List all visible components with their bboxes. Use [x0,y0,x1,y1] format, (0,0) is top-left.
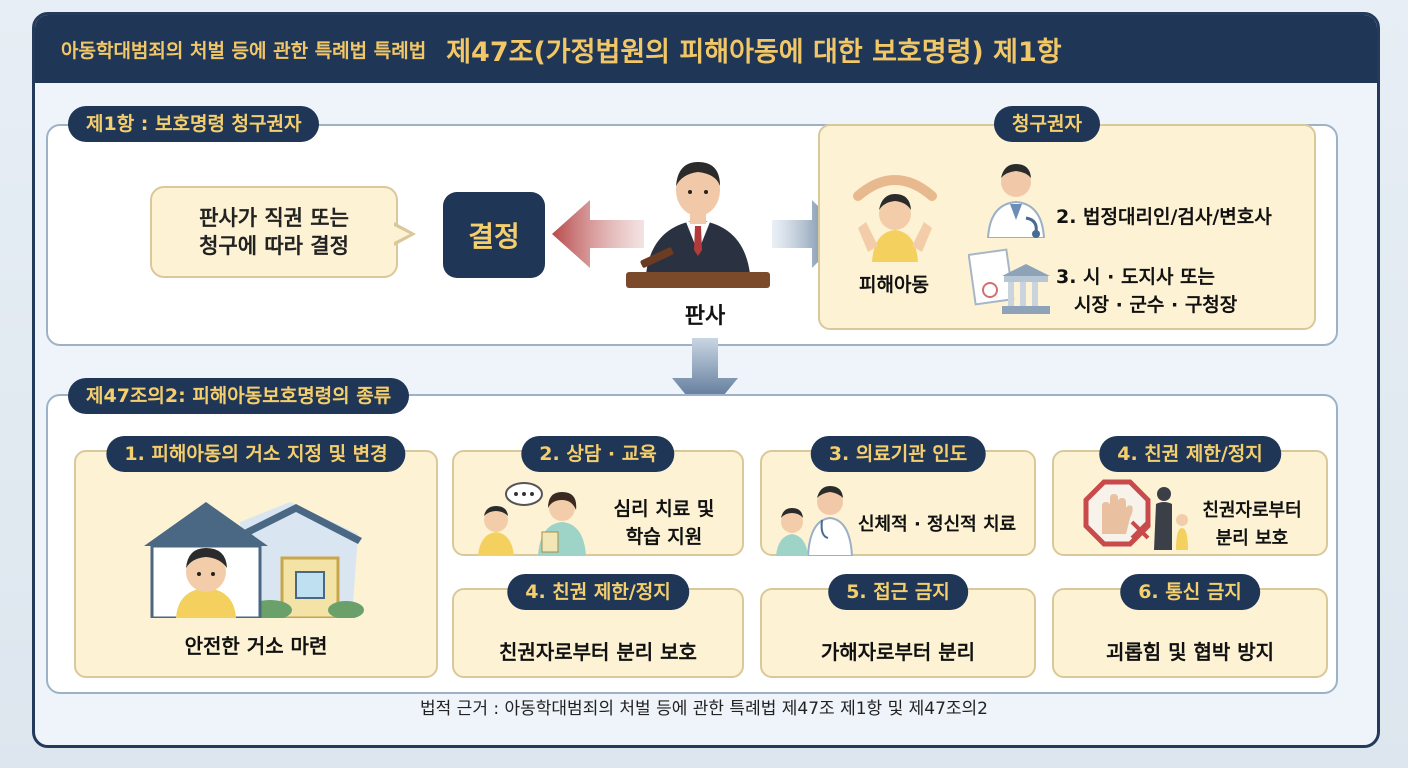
order-box-3-title: 3. 의료기관 인도 [810,436,986,472]
claimant-item-3-line-2: 시장 · 군수 · 구청장 [1074,294,1238,316]
page-title: 제47조(가정법원의 피해아동에 대한 보호명령) 제1항 [446,36,1062,68]
speech-line-1: 판사가 직권 또는 [199,205,349,230]
decision-box: 결정 [443,192,545,278]
judge-label: 판사 [684,304,726,329]
house-icon [144,502,364,618]
order-box-4-bottom: 4. 친권 제한/정지 친권자로부터 분리 보호 [452,574,744,678]
victim-child-label: 피해아동 [859,274,929,296]
title-bar: 아동학대범죄의 처벌 등에 관한 특례법 특례법 제47조(가정법원의 피해아동… [35,15,1377,83]
judge-illustration [626,162,770,288]
order-box-6-title: 6. 통신 금지 [1120,574,1260,610]
arrow-left-icon [552,200,644,268]
order-box-4-top-body-line-1: 친권자로부터 [1202,500,1302,521]
order-box-5-body: 가해자로부터 분리 [820,640,976,664]
order-box-1: 1. 피해아동의 거소 지정 및 변경 안전한 거소 마련 [74,436,438,678]
order-box-3-body: 신체적 · 정신적 치료 [858,514,1017,535]
order-box-6: 6. 통신 금지 괴롭힘 및 협박 방지 [1052,574,1328,678]
speech-tail-inner [392,225,410,243]
stop-hand-icon [1083,479,1188,550]
order-box-2-body-line-2: 학습 지원 [625,526,703,548]
claimants-tag: 청구권자 [994,106,1100,142]
order-box-2: 2. 상담 · 교육 심리 치료 및 학습 지원 [452,436,744,556]
order-box-2-title: 2. 상담 · 교육 [521,436,675,472]
section1-tag: 제1항 : 보호명령 청구권자 [68,106,320,142]
order-box-6-body: 괴롭힘 및 협박 방지 [1105,640,1275,664]
order-box-1-body: 안전한 거소 마련 [184,634,328,658]
law-name: 아동학대범죄의 처벌 등에 관한 특례법 특례법 [61,39,427,62]
order-box-1-title: 1. 피해아동의 거소 지정 및 변경 [106,436,406,472]
order-box-4-top: 4. 친권 제한/정지 친권자로부터 분리 보호 [1052,436,1328,556]
order-box-3: 3. 의료기관 인도 신체적 · 정신적 치료 [760,436,1036,556]
legal-basis-footer: 법적 근거 : 아동학대범죄의 처벌 등에 관한 특례법 제47조 제1항 및 … [420,699,988,719]
order-box-2-body-line-1: 심리 치료 및 [613,498,715,520]
order-box-4-bottom-body: 친권자로부터 분리 보호 [499,640,697,664]
order-box-4-top-body-line-2: 분리 보호 [1215,528,1289,549]
order-box-5-title: 5. 접근 금지 [828,574,968,610]
speech-bubble: 판사가 직권 또는 청구에 따라 결정 [150,186,398,278]
order-box-4-top-title: 4. 친권 제한/정지 [1099,436,1281,472]
counseling-icon [478,482,586,556]
lawyer-icon [986,164,1046,238]
claimant-item-2: 2. 법정대리인/검사/변호사 [1056,206,1272,228]
section2-tag: 제47조의2: 피해아동보호명령의 종류 [68,378,410,414]
order-box-4-bottom-title: 4. 친권 제한/정지 [507,574,689,610]
child-protected-icon [853,175,937,262]
claimant-item-3-line-1: 3. 시 · 도지사 또는 [1056,266,1215,288]
speech-line-2: 청구에 따라 결정 [199,234,349,258]
order-box-5: 5. 접근 금지 가해자로부터 분리 [760,574,1036,678]
doctor-child-icon [776,486,854,556]
government-building-icon [968,248,1050,314]
